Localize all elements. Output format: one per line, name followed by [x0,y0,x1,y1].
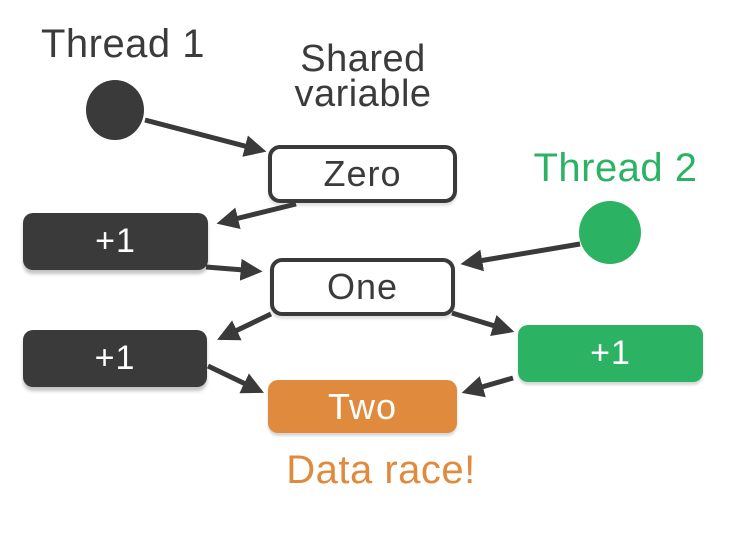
data-race-label: Data race! [286,448,476,492]
arrow-one-to-thread2-inc [451,310,515,337]
node-zero-label: Zero [323,153,402,194]
thread2-dot-icon [579,201,641,264]
node-two-label: Two [327,385,398,427]
thread1-increment-label-first: +1 [95,222,136,260]
shared-variable-label: Shared variable [294,38,432,115]
thread2-label: Thread 2 [533,146,698,190]
thread1-label: Thread 1 [40,22,206,66]
thread1-dot-icon [86,80,144,140]
arrow-thread1-inc2-to-two [206,363,264,394]
thread1-increment-box-second: +1 [23,330,207,387]
arrow-thread2-to-one [460,241,581,272]
thread2-increment-box: +1 [518,325,703,382]
arrow-thread1-to-zero [144,117,267,157]
thread1-increment-label-second: +1 [94,339,136,377]
arrow-zero-to-thread1-inc1 [216,201,297,229]
node-one-label: One [326,266,399,307]
node-one: One [270,258,455,316]
thread2-increment-label: +1 [590,334,631,372]
arrow-one-to-thread1-inc2 [217,311,273,341]
arrow-thread2-inc-to-two [461,375,514,398]
node-two: Two [268,380,457,433]
thread1-increment-box-first: +1 [23,213,208,270]
arrow-thread1-inc1-to-one [205,258,263,281]
node-zero: Zero [268,145,457,203]
